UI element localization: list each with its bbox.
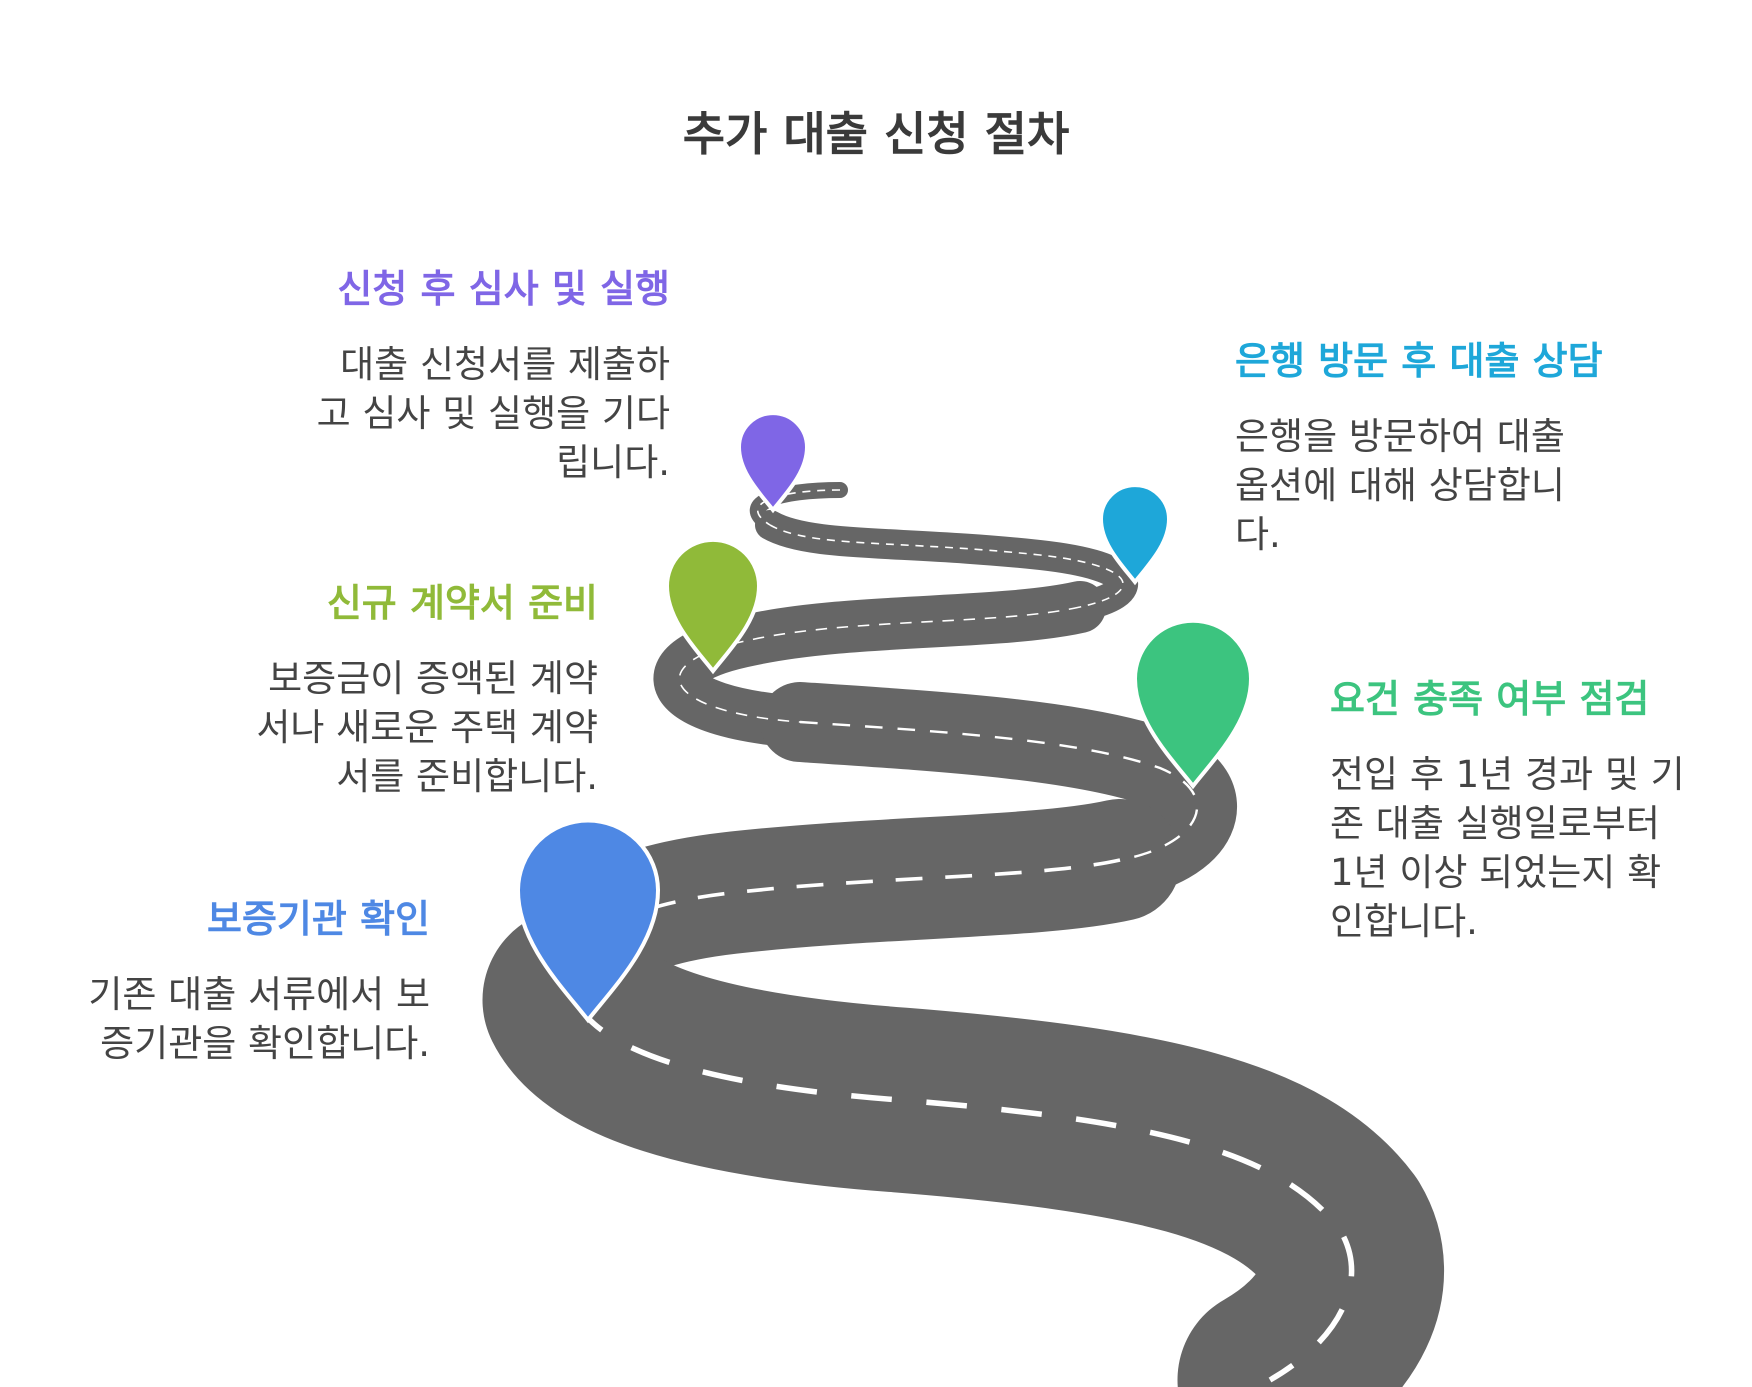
- step-2-line: 인합니다.: [1330, 900, 1478, 943]
- step-5-line: 대출 신청서를 제출하: [340, 343, 670, 386]
- step-4-heading: 은행 방문 후 대출 상담: [1235, 339, 1603, 383]
- location-pins: [515, 411, 1254, 1024]
- page-title: 추가 대출 신청 절차: [682, 107, 1070, 161]
- step-2-block: 요건 충족 여부 점검 전입 후 1년 경과 및 기 존 대출 실행일로부터 1…: [1330, 676, 1685, 946]
- step-5-block: 신청 후 심사 및 실행 대출 신청서를 제출하 고 심사 및 실행을 기다 립…: [317, 266, 670, 487]
- step-5-line: 립니다.: [556, 441, 670, 484]
- road-segment: [482, 907, 1444, 1387]
- step-1-description: 기존 대출 서류에서 보 증기관을 확인합니다.: [88, 970, 430, 1068]
- step-1-block: 보증기관 확인 기존 대출 서류에서 보 증기관을 확인합니다.: [88, 896, 430, 1068]
- location-pin-icon: [1098, 483, 1172, 586]
- location-pin-icon: [736, 411, 810, 514]
- step-3-line: 서를 준비합니다.: [336, 755, 598, 798]
- step-5-heading: 신청 후 심사 및 실행: [337, 267, 670, 311]
- step-4-line: 옵션에 대해 상담합니: [1235, 464, 1565, 507]
- road-dash-line: [769, 524, 1124, 608]
- road-dash-line: [572, 998, 1355, 1383]
- road-dash-line: [756, 489, 841, 526]
- step-4-line: 다.: [1235, 513, 1281, 556]
- step-3-heading: 신규 계약서 준비: [326, 581, 598, 625]
- step-1-heading: 보증기관 확인: [207, 897, 430, 941]
- location-pin-icon: [1132, 618, 1254, 790]
- step-2-heading: 요건 충족 여부 점검: [1330, 677, 1650, 721]
- step-4-block: 은행 방문 후 대출 상담 은행을 방문하여 대출 옵션에 대해 상담합니 다.: [1235, 338, 1603, 559]
- road-dash-line: [678, 606, 1081, 723]
- step-2-line: 1년 이상 되었는지 확: [1330, 851, 1662, 894]
- step-4-line: 은행을 방문하여 대출: [1235, 415, 1565, 458]
- step-2-line: 존 대출 실행일로부터: [1330, 802, 1660, 845]
- step-5-description: 대출 신청서를 제출하 고 심사 및 실행을 기다 립니다.: [317, 340, 670, 487]
- step-3-block: 신규 계약서 준비 보증금이 증액된 계약 서나 새로운 주택 계약 서를 준비…: [256, 580, 598, 801]
- location-pin-icon: [515, 818, 661, 1024]
- step-2-description: 전입 후 1년 경과 및 기 존 대출 실행일로부터 1년 이상 되었는지 확 …: [1330, 750, 1685, 946]
- step-3-line: 서나 새로운 주택 계약: [256, 706, 598, 749]
- step-1-line: 증기관을 확인합니다.: [100, 1022, 430, 1065]
- step-5-line: 고 심사 및 실행을 기다: [316, 392, 670, 435]
- step-4-description: 은행을 방문하여 대출 옵션에 대해 상담합니 다.: [1235, 412, 1603, 559]
- step-2-line: 전입 후 1년 경과 및 기: [1330, 753, 1685, 796]
- step-3-line: 보증금이 증액된 계약: [268, 657, 598, 700]
- step-1-line: 기존 대출 서류에서 보: [88, 973, 430, 1016]
- location-pin-icon: [664, 537, 762, 675]
- road-segment: [760, 682, 1237, 900]
- step-3-description: 보증금이 증액된 계약 서나 새로운 주택 계약 서를 준비합니다.: [256, 654, 598, 801]
